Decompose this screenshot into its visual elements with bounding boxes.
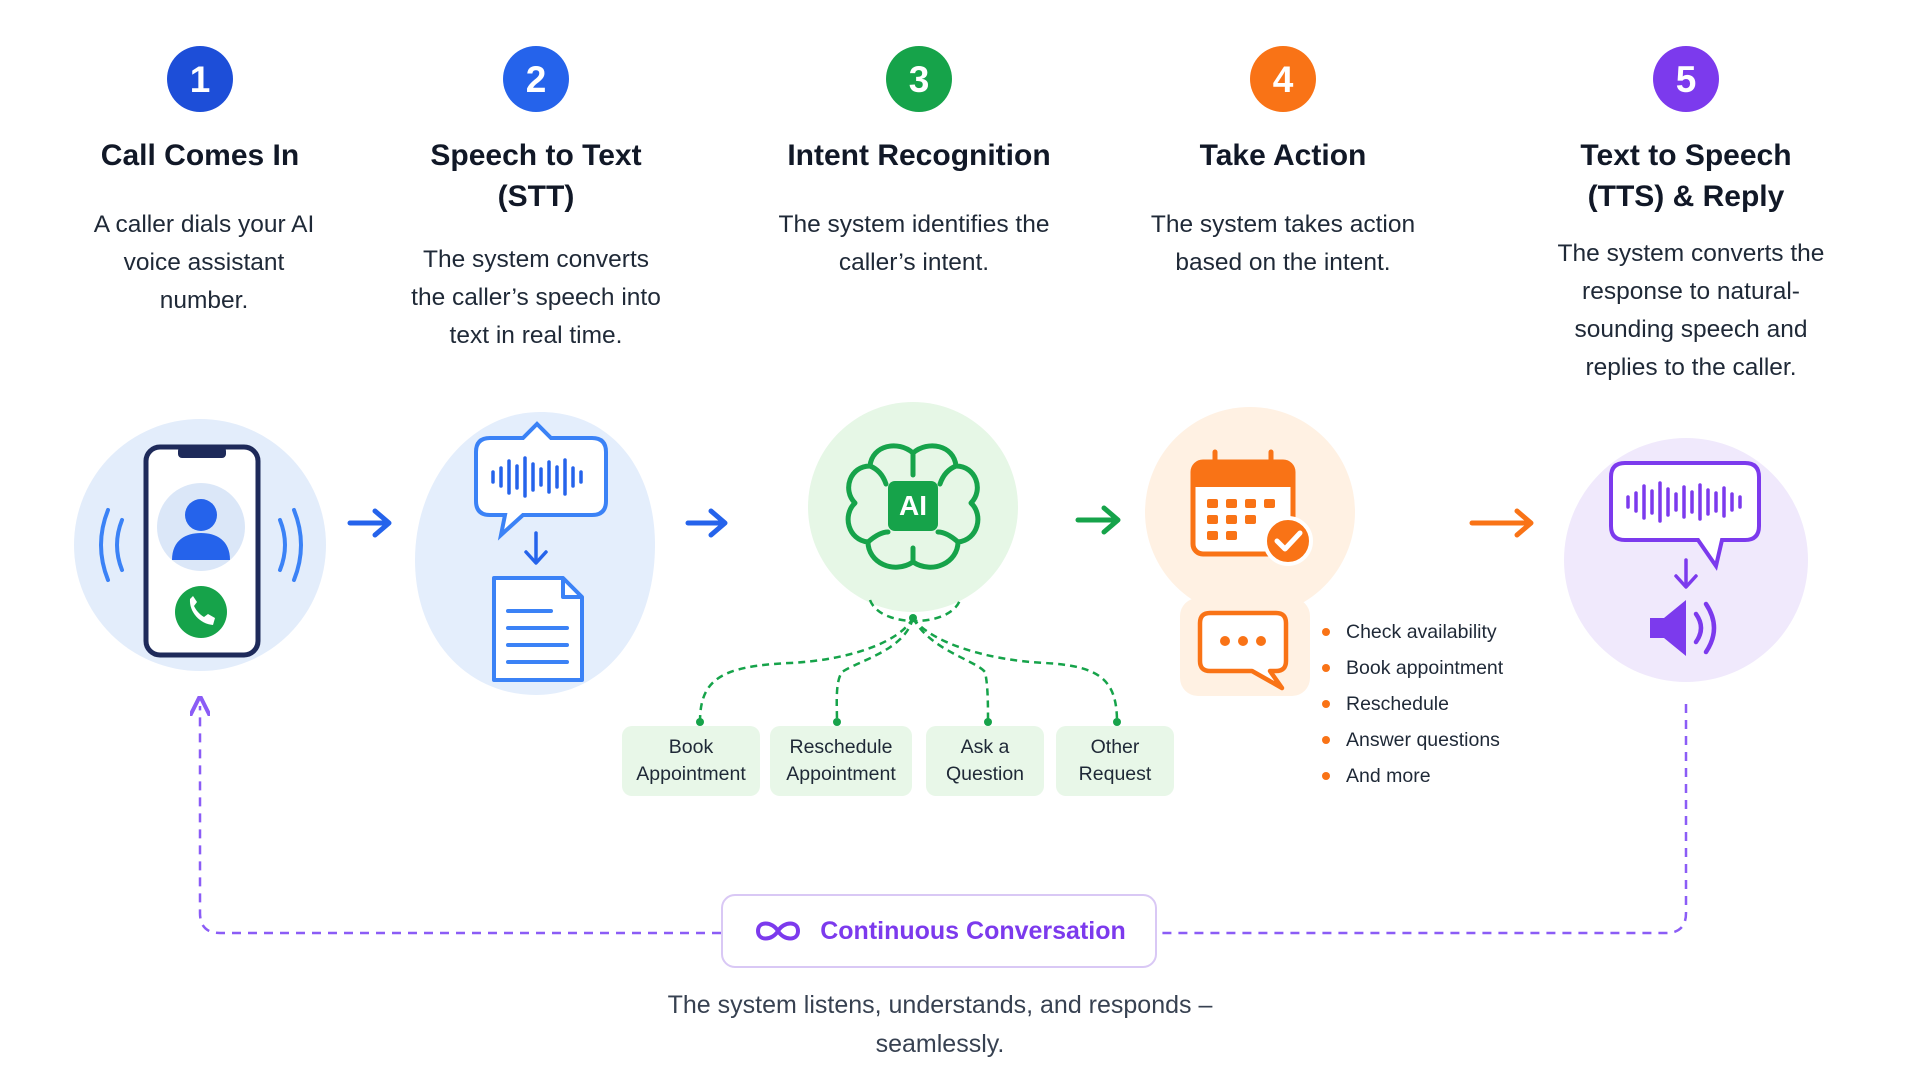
- step-2-number: 2: [526, 59, 547, 100]
- step-5-title: Text to Speech (TTS) & Reply: [1580, 139, 1792, 213]
- brain-icon: [845, 443, 981, 570]
- document-icon: [492, 576, 584, 682]
- signal-waves-icon: [99, 508, 303, 582]
- bullet-icon: [1322, 772, 1330, 780]
- step-5-description: The system converts the response to natu…: [1557, 240, 1825, 381]
- bullet-icon: [1322, 664, 1330, 672]
- loop-caption: The system listens, understands, and res…: [667, 991, 1213, 1058]
- intent-chip-label: Reschedule Appointment: [786, 736, 896, 785]
- down-arrow-icon-tts: [1674, 558, 1698, 589]
- step-5-number-circle: [1653, 46, 1719, 112]
- sound-wave-icon-tts: [1626, 481, 1742, 523]
- step-4-title: Take Action: [1199, 139, 1367, 172]
- intent-connectors: [698, 599, 1119, 723]
- action-item: Reschedule: [1322, 686, 1503, 722]
- continuous-conversation-label: Continuous Conversation: [820, 916, 1126, 945]
- step-4-description: The system takes action based on the int…: [1150, 211, 1416, 276]
- step-2-title: Speech to Text (STT): [430, 139, 642, 213]
- step-number-badges: 1 2 3 4 5: [167, 46, 1719, 112]
- action-item: Answer questions: [1322, 722, 1503, 758]
- step-1-number-circle: [167, 46, 233, 112]
- step-2-number-circle: [503, 46, 569, 112]
- arrow-1-to-2: [347, 508, 392, 538]
- action-list: Check availability Book appointment Resc…: [1322, 614, 1503, 794]
- user-icon: [172, 499, 230, 560]
- step-3-number-circle: [886, 46, 952, 112]
- ai-chip-icon: [888, 481, 938, 531]
- arrow-2-to-3: [685, 508, 728, 538]
- intent-chip-reschedule-appointment: Reschedule Appointment: [770, 726, 912, 796]
- intent-chip-ask-question: Ask a Question: [926, 726, 1044, 796]
- step-2-description: The system converts the caller’s speech …: [411, 246, 661, 349]
- step-1-number: 1: [190, 59, 211, 100]
- action-item: Book appointment: [1322, 650, 1503, 686]
- action-item: And more: [1322, 758, 1503, 794]
- continuous-conversation-badge: Continuous Conversation: [721, 894, 1157, 968]
- step-4-number-circle: [1250, 46, 1316, 112]
- step-4-number: 4: [1273, 59, 1294, 100]
- step-5-number: 5: [1676, 59, 1697, 100]
- intent-connector-dots: [696, 614, 1121, 726]
- intent-chip-label: Book Appointment: [636, 736, 746, 785]
- step-1-description: A caller dials your AI voice assistant n…: [93, 211, 315, 314]
- step-3-title: Intent Recognition: [787, 139, 1051, 172]
- arrow-4-to-5: [1469, 508, 1534, 538]
- intent-chip-book-appointment: Book Appointment: [622, 726, 760, 796]
- infinity-icon: [756, 921, 801, 941]
- step-3-number: 3: [909, 59, 930, 100]
- action-item-label: Answer questions: [1346, 729, 1500, 751]
- arrow-3-to-4: [1075, 505, 1121, 535]
- call-icon: [175, 586, 227, 638]
- action-item-label: Reschedule: [1346, 693, 1449, 715]
- action-item: Check availability: [1322, 614, 1503, 650]
- action-item-label: Book appointment: [1346, 657, 1504, 679]
- down-arrow-icon: [524, 531, 548, 565]
- action-item-label: Check availability: [1346, 621, 1497, 643]
- step-3-description: The system identifies the caller’s inten…: [778, 211, 1050, 276]
- intent-chip-label: Other Request: [1078, 736, 1152, 785]
- intent-chip-label: Ask a Question: [945, 736, 1025, 785]
- action-item-label: And more: [1346, 765, 1431, 787]
- chat-bubble-icon: [1197, 610, 1289, 691]
- sound-wave-icon: [491, 456, 583, 498]
- conversation-loop: [200, 704, 1688, 935]
- bullet-icon: [1322, 736, 1330, 744]
- step-1-title: Call Comes In: [100, 139, 300, 172]
- check-icon: [1263, 516, 1313, 566]
- speaker-icon: [1650, 600, 1717, 656]
- intent-chip-other-request: Other Request: [1056, 726, 1174, 796]
- ai-chip-label: AI: [899, 490, 927, 521]
- bullet-icon: [1322, 628, 1330, 636]
- bullet-icon: [1322, 700, 1330, 708]
